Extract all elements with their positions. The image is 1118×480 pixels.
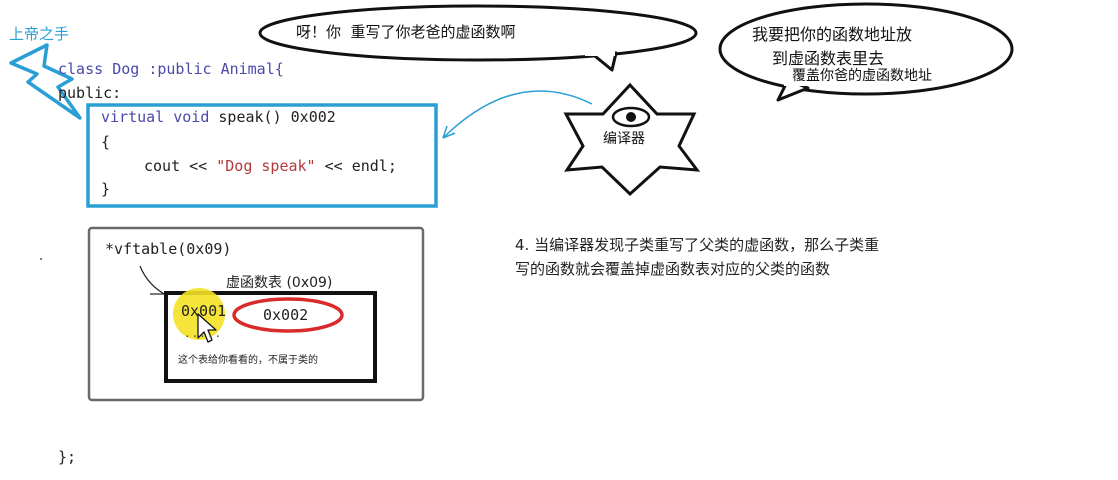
- vtable-note: 这个表给你看看的，不属于类的: [178, 355, 318, 366]
- right-bubble-line1: 我要把你的函数地址放: [752, 25, 913, 44]
- class-keyword: class: [58, 60, 104, 78]
- base-class-name: Animal{: [220, 60, 284, 78]
- string-literal: "Dog speak": [216, 157, 316, 175]
- inheritance-keyword: :public: [148, 60, 212, 78]
- mouse-cursor-icon: [197, 313, 217, 343]
- cout-token: cout: [144, 157, 181, 175]
- class-declaration-line: class Dog :public Animal{: [58, 60, 284, 78]
- vfptr-label: *vftable(0x09): [105, 240, 232, 258]
- vtable-slot-new: 0x002: [263, 306, 309, 324]
- compiler-label: 编译器: [603, 131, 645, 147]
- right-speech-bubble: [718, 2, 1014, 102]
- virtual-function-box: [86, 103, 438, 208]
- stream-operator-2: <<: [324, 157, 343, 175]
- compiler-to-function-arrow: [442, 90, 593, 139]
- explanation-line2: 写的函数就会覆盖掉虚函数表对应的父类的函数: [515, 260, 831, 278]
- void-keyword: void: [173, 108, 210, 126]
- virtual-function-signature: virtual void speak() 0x002: [101, 108, 336, 126]
- compiler-star: [563, 82, 701, 197]
- object-memory-box: [87, 226, 425, 402]
- class-name: Dog: [112, 60, 140, 78]
- vfptr-pointer-line: [139, 265, 169, 297]
- cout-statement: cout << "Dog speak" << endl;: [144, 157, 397, 175]
- explanation-line1: 4. 当编译器发现子类重写了父类的虚函数，那么子类重: [515, 236, 880, 254]
- right-bubble-line3: 覆盖你爸的虚函数地址: [792, 68, 932, 84]
- vtable-slot-old: 0x001: [181, 302, 227, 320]
- function-brace-close: }: [101, 180, 111, 198]
- access-specifier: public:: [58, 84, 122, 102]
- class-end: };: [58, 448, 77, 466]
- function-brace-open: {: [101, 133, 111, 151]
- stray-dot: [40, 258, 42, 260]
- vtable-more-dots: .....: [184, 327, 223, 340]
- lightning-bolt-icon: [9, 43, 82, 120]
- function-signature: speak() 0x002: [218, 108, 336, 126]
- red-circle-highlight: [232, 297, 344, 333]
- right-bubble-line2: 到虚函数表里去: [772, 49, 885, 68]
- eye-icon: [611, 106, 651, 128]
- virtual-keyword: virtual: [101, 108, 165, 126]
- left-bubble-text: 呀！你 重写了你老爸的虚函数啊: [296, 23, 516, 41]
- left-speech-bubble: [258, 4, 698, 72]
- vtable-title: 虚函数表 (0x09): [226, 275, 333, 291]
- god-hand-label: 上帝之手: [9, 25, 70, 43]
- stream-operator-1: <<: [189, 157, 208, 175]
- endl-token: endl;: [351, 157, 397, 175]
